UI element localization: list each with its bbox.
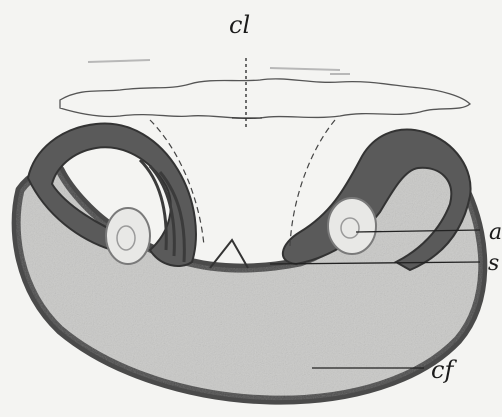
label-a: a <box>489 222 502 244</box>
faint-upper-strokes <box>88 60 350 74</box>
label-cl: cl <box>229 13 250 37</box>
right-vesicle <box>328 198 376 254</box>
upper-membrane-outline <box>60 79 470 119</box>
outer-body-texture <box>16 140 483 400</box>
label-s: s <box>488 253 499 275</box>
label-cf: cf <box>431 358 453 382</box>
left-vesicle <box>106 208 150 264</box>
